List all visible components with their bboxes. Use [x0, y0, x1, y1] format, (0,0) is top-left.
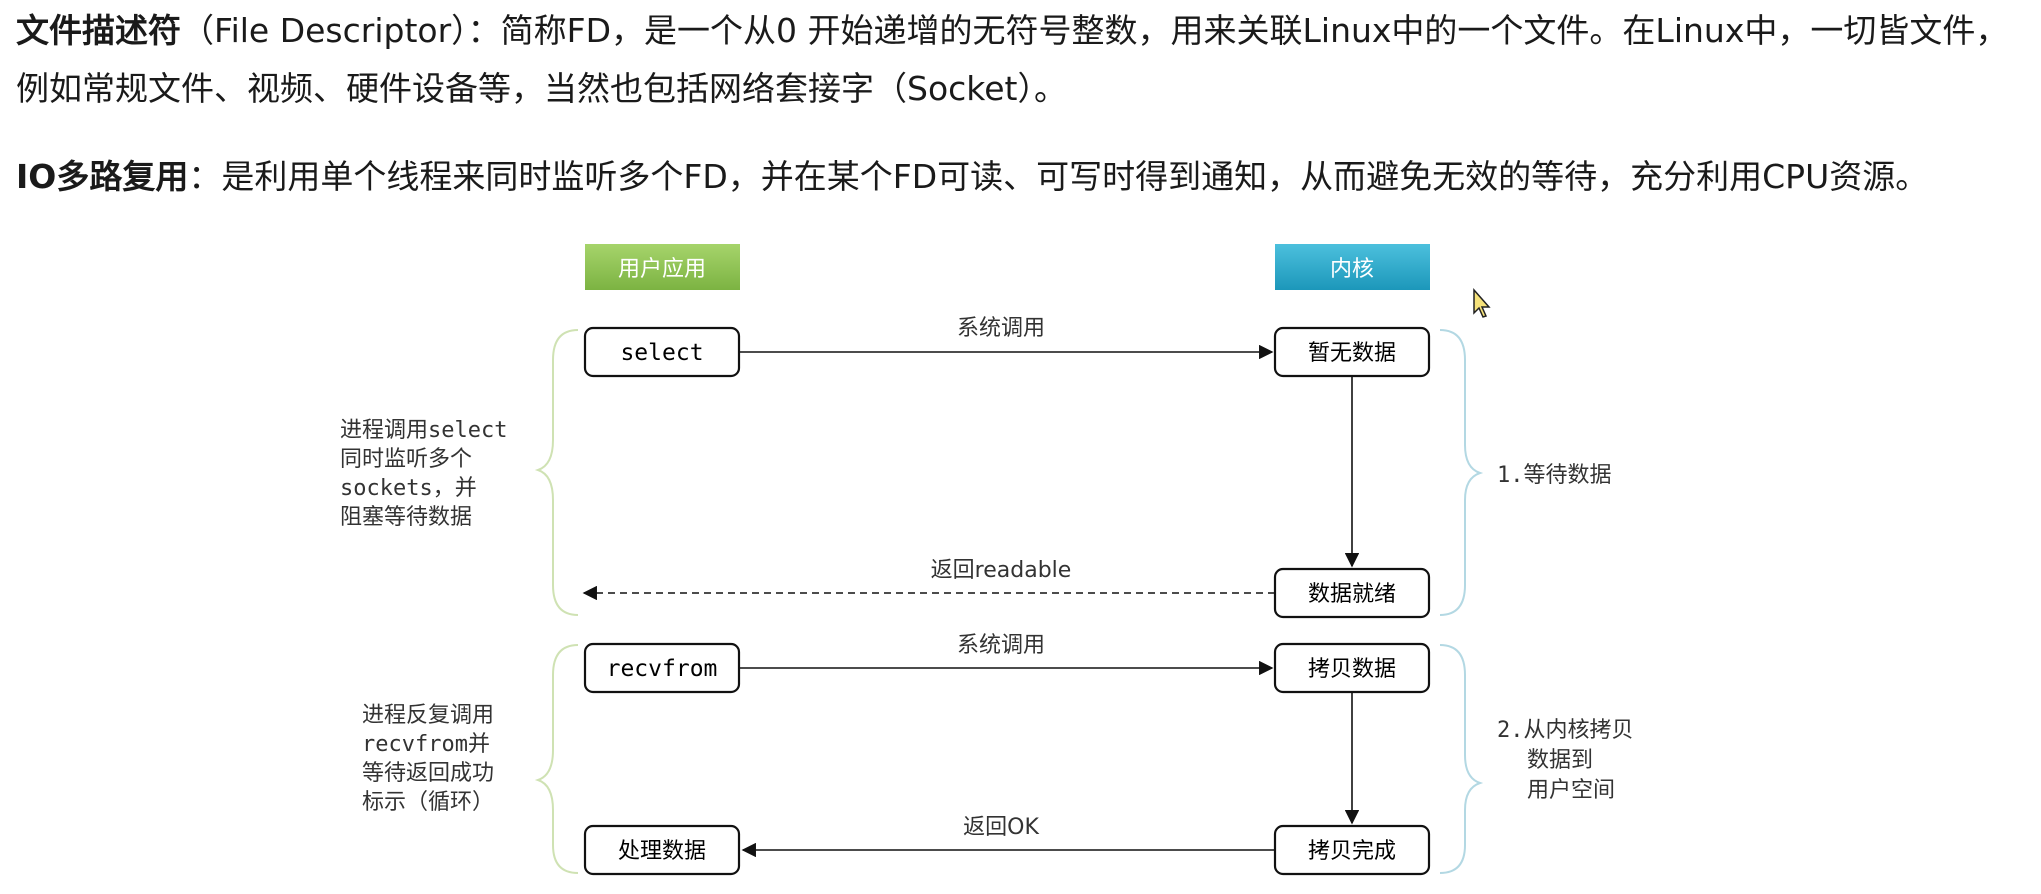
phase1-right-note-line: 1.等待数据	[1497, 463, 1612, 488]
phase2-left-brace	[534, 644, 579, 874]
io-definition: ：是利用单个线程来同时监听多个FD，并在某个FD可读、可写时得到通知，从而避免无…	[188, 157, 1929, 196]
phase2-note-line: 标示（循环）	[362, 790, 494, 815]
recvfrom-box-label: recvfrom	[607, 656, 718, 682]
data-ready-box: 数据就绪	[1273, 567, 1431, 619]
phase1-note-line: 进程调用select	[340, 418, 507, 443]
user-app-header: 用户应用	[585, 244, 740, 290]
copy-done-box-label: 拷贝完成	[1308, 839, 1396, 864]
syscall2-label: 系统调用	[957, 633, 1045, 658]
fd-description: 文件描述符（File Descriptor）：简称FD，是一个从0 开始递增的无…	[16, 2, 2016, 118]
process-data-box-label: 处理数据	[618, 839, 706, 864]
phase1-left-brace	[534, 329, 579, 616]
no-data-box-label: 暂无数据	[1308, 341, 1396, 366]
phase1-note-line: sockets，并	[340, 476, 477, 501]
phase1-left-note: 进程调用select 同时监听多个 sockets，并 阻塞等待数据	[340, 418, 507, 530]
kernel-header-label: 内核	[1330, 257, 1374, 282]
select-box: select	[583, 326, 741, 378]
phase2-note-line: recvfrom并	[362, 732, 490, 757]
phase2-right-note-line: 数据到	[1527, 748, 1593, 773]
phase2-note-line: 等待返回成功	[362, 761, 494, 786]
copy-done-box: 拷贝完成	[1273, 824, 1431, 876]
phase1-right-brace	[1439, 329, 1484, 616]
phase2-right-note: 2.从内核拷贝 数据到 用户空间	[1497, 718, 1634, 803]
recvfrom-box: recvfrom	[583, 642, 741, 694]
phase1-note-line: 同时监听多个	[340, 447, 472, 472]
copy-data-box: 拷贝数据	[1273, 642, 1431, 694]
return-ok-label: 返回OK	[963, 815, 1039, 840]
io-term: IO多路复用	[16, 157, 189, 196]
no-data-box: 暂无数据	[1273, 326, 1431, 378]
data-ready-box-label: 数据就绪	[1308, 582, 1396, 607]
phase1-right-note: 1.等待数据	[1497, 463, 1612, 488]
mouse-cursor-icon	[1473, 288, 1491, 318]
phase2-note-line: 进程反复调用	[362, 703, 494, 728]
copy-data-box-label: 拷贝数据	[1308, 657, 1396, 682]
kernel-header: 内核	[1275, 244, 1430, 290]
phase1-note-line: 阻塞等待数据	[340, 505, 472, 530]
phase2-right-note-line: 2.从内核拷贝	[1497, 718, 1634, 743]
phase2-right-note-line: 用户空间	[1527, 778, 1615, 803]
user-app-header-label: 用户应用	[618, 257, 706, 282]
process-data-box: 处理数据	[583, 824, 741, 876]
select-box-label: select	[620, 340, 703, 366]
syscall1-label: 系统调用	[957, 316, 1045, 341]
phase2-right-brace	[1439, 644, 1484, 874]
phase2-left-note: 进程反复调用 recvfrom并 等待返回成功 标示（循环）	[362, 703, 494, 815]
io-multiplexing-description: IO多路复用：是利用单个线程来同时监听多个FD，并在某个FD可读、可写时得到通知…	[16, 148, 2016, 206]
fd-definition: （File Descriptor）：简称FD，是一个从0 开始递增的无符号整数，…	[16, 11, 2009, 108]
fd-term: 文件描述符	[16, 11, 181, 50]
return-readable-label: 返回readable	[931, 558, 1072, 583]
